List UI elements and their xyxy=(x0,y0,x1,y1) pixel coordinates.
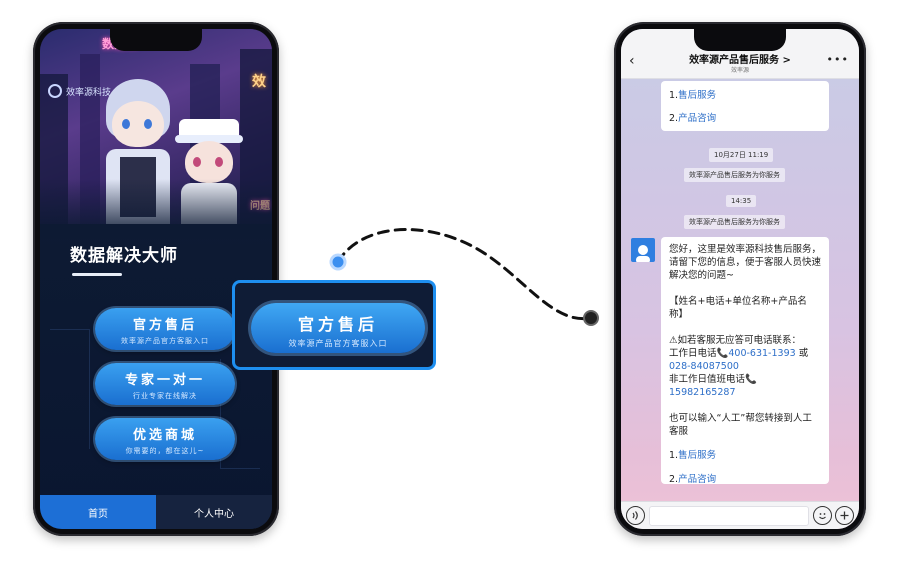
button-label: 优选商城 xyxy=(132,428,197,443)
connector-start-dot xyxy=(329,253,347,271)
offday-phone-link[interactable]: 15982165287 xyxy=(669,387,736,398)
right-phone: ‹ 效率源产品售后服务 > 效率源 ••• 1.售后服务 2.产品咨询 10月2… xyxy=(614,22,866,536)
previous-message-bubble: 1.售后服务 2.产品咨询 xyxy=(661,81,829,131)
brand-logo-icon xyxy=(48,84,62,98)
service-reply-bubble: 您好，这里是效率源科技售后服务，请留下您的信息，便于客服人员快速解决您的问题~ … xyxy=(661,237,829,485)
tab-home[interactable]: 首页 xyxy=(40,495,156,529)
callout-official-after-sales-button[interactable]: 官方售后 效率源产品官方客服入口 xyxy=(251,303,425,353)
title-underline xyxy=(72,273,122,276)
button-sublabel: 你需要的，都在这儿~ xyxy=(125,447,205,455)
brand-name: 效率源科技 xyxy=(66,87,112,98)
system-notice: 效率源产品售后服务为你服务 xyxy=(684,168,785,182)
more-icon[interactable]: ••• xyxy=(826,53,849,66)
emoji-icon[interactable] xyxy=(813,506,832,525)
back-icon[interactable]: ‹ xyxy=(629,53,635,69)
system-timestamp: 14:35 xyxy=(726,195,757,207)
bottom-tab-bar: 首页 个人中心 xyxy=(40,495,272,529)
greeting-text: 您好，这里是效率源科技售后服务，请留下您的信息，便于客服人员快速解决您的问题~ xyxy=(669,244,822,281)
app-title: 数据解决大师 xyxy=(70,246,178,266)
product-consult-link[interactable]: 产品咨询 xyxy=(678,113,717,124)
voice-icon[interactable] xyxy=(626,506,645,525)
system-notice: 效率源产品售后服务为你服务 xyxy=(684,215,785,229)
button-sublabel: 效率源产品官方客服入口 xyxy=(121,337,209,345)
zoom-callout: 官方售后 效率源产品官方客服入口 xyxy=(232,280,436,370)
left-phone: 数据恢 效 问题 效率源科技 xyxy=(33,22,279,536)
preferred-mall-button[interactable]: 优选商城 你需要的，都在这儿~ xyxy=(95,418,235,460)
after-sales-link[interactable]: 售后服务 xyxy=(678,90,717,101)
chat-title[interactable]: 效率源产品售后服务 > xyxy=(689,55,791,66)
button-label: 专家一对一 xyxy=(124,373,205,388)
office-phone-link[interactable]: 028-84087500 xyxy=(669,361,739,372)
brand-logo: 效率源科技 xyxy=(48,84,111,98)
avatar-person-icon xyxy=(636,245,650,262)
human-hint-text: 也可以输入“人工”帮您转接到人工客服 xyxy=(669,413,812,437)
plus-icon[interactable] xyxy=(835,506,854,525)
circuit-decoration xyxy=(220,359,260,469)
format-text: 【姓名+电话+单位名称+产品名称】 xyxy=(669,296,807,320)
button-label: 官方售后 xyxy=(297,315,378,334)
hero-sign-2: 效 xyxy=(252,74,266,90)
system-timestamp: 10月27日 11:19 xyxy=(709,148,774,162)
product-consult-link[interactable]: 产品咨询 xyxy=(678,474,717,485)
chat-input-bar xyxy=(621,501,859,529)
service-avatar[interactable] xyxy=(631,238,655,262)
chat-subtitle: 效率源 xyxy=(730,67,749,74)
hero-fade xyxy=(40,179,272,239)
left-phone-screen: 数据恢 效 问题 效率源科技 xyxy=(40,29,272,529)
expert-one-on-one-button[interactable]: 专家一对一 行业专家在线解决 xyxy=(95,363,235,405)
tab-personal-center[interactable]: 个人中心 xyxy=(156,495,272,529)
chat-header: ‹ 效率源产品售后服务 > 效率源 ••• xyxy=(621,29,859,79)
phone-icon: 📞 xyxy=(716,348,729,359)
button-sublabel: 效率源产品官方客服入口 xyxy=(288,339,388,348)
button-label: 官方售后 xyxy=(132,318,197,333)
connector-end-dot xyxy=(583,310,599,326)
left-phone-notch xyxy=(110,29,202,51)
no-reply-text: ⚠如若客服无应答可电话联系： xyxy=(669,335,802,346)
message-input[interactable] xyxy=(649,506,809,526)
button-sublabel: 行业专家在线解决 xyxy=(133,392,197,400)
right-phone-screen: ‹ 效率源产品售后服务 > 效率源 ••• 1.售后服务 2.产品咨询 10月2… xyxy=(621,29,859,529)
official-after-sales-button[interactable]: 官方售后 效率源产品官方客服入口 xyxy=(95,308,235,350)
after-sales-link[interactable]: 售后服务 xyxy=(678,450,717,461)
right-phone-notch xyxy=(694,29,786,51)
circuit-decoration xyxy=(50,329,90,449)
workday-phone-link[interactable]: 400-631-1393 xyxy=(728,348,796,359)
phone-icon: 📞 xyxy=(745,374,757,385)
